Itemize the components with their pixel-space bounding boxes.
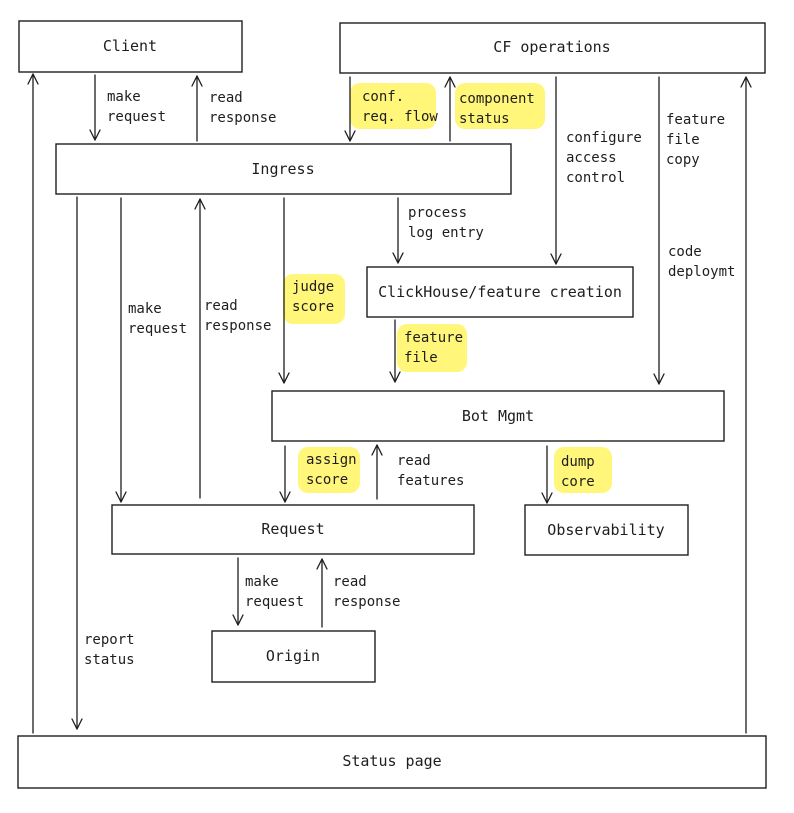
edge-label-report-status: report status <box>84 632 143 668</box>
node-label-clickhouse: ClickHouse/feature creation <box>378 283 622 301</box>
edge-label-component-status: component status <box>459 91 543 127</box>
node-observability: Observability <box>524 504 689 556</box>
edge-label-client-read-response: read response <box>209 90 276 126</box>
node-client: Client <box>18 20 243 73</box>
highlight-assign-score <box>298 447 360 493</box>
edge-label-code-deploymt: code deploymt <box>668 244 735 280</box>
node-label-cf-operations: CF operations <box>493 38 610 56</box>
highlight-component-status <box>455 83 545 129</box>
edge-label-process-log-entry: process log entry <box>408 205 484 241</box>
edge-label-dump-core: dump core <box>561 454 603 490</box>
edge-label-assign-score: assign score <box>306 452 365 488</box>
edge-label-read-features: read features <box>397 453 464 489</box>
edge-label-ingress-make-request: make request <box>128 301 187 337</box>
node-bot-mgmt: Bot Mgmt <box>271 390 725 442</box>
highlight-conf-req-flow <box>350 83 436 129</box>
edge-label-feature-file: feature file <box>404 330 471 366</box>
node-label-request: Request <box>261 520 324 538</box>
highlight-feature-file <box>397 324 467 372</box>
edge-label-client-make-request: make request <box>107 89 166 125</box>
node-origin: Origin <box>211 630 376 683</box>
edge-label-origin-read-response: read response <box>333 574 400 610</box>
arrows <box>27 73 752 734</box>
node-label-bot-mgmt: Bot Mgmt <box>462 407 534 425</box>
node-request: Request <box>111 504 475 555</box>
edge-label-ingress-read-response: read response <box>204 298 271 334</box>
node-status-page: Status page <box>17 735 767 789</box>
node-label-origin: Origin <box>266 647 320 665</box>
edge-label-feature-file-copy: feature file copy <box>666 112 733 168</box>
node-label-status-page: Status page <box>342 752 441 770</box>
highlight-judge-score <box>283 274 345 324</box>
node-clickhouse-feature-creation: ClickHouse/feature creation <box>366 266 634 318</box>
highlight-dump-core <box>554 447 612 493</box>
edge-label-configure-access-control: configure access control <box>566 130 650 186</box>
node-label-observability: Observability <box>547 521 664 539</box>
highlights <box>283 83 612 493</box>
node-cf-operations: CF operations <box>339 22 766 74</box>
node-ingress: Ingress <box>55 143 512 195</box>
edge-label-origin-make-request: make request <box>245 574 304 610</box>
edge-label-judge-score: judge score <box>292 279 343 315</box>
edge-label-conf-req-flow: conf. req. flow <box>362 89 438 125</box>
edge-labels: make request read response conf. req. fl… <box>84 89 735 668</box>
node-label-client: Client <box>103 37 157 55</box>
node-label-ingress: Ingress <box>251 160 314 178</box>
